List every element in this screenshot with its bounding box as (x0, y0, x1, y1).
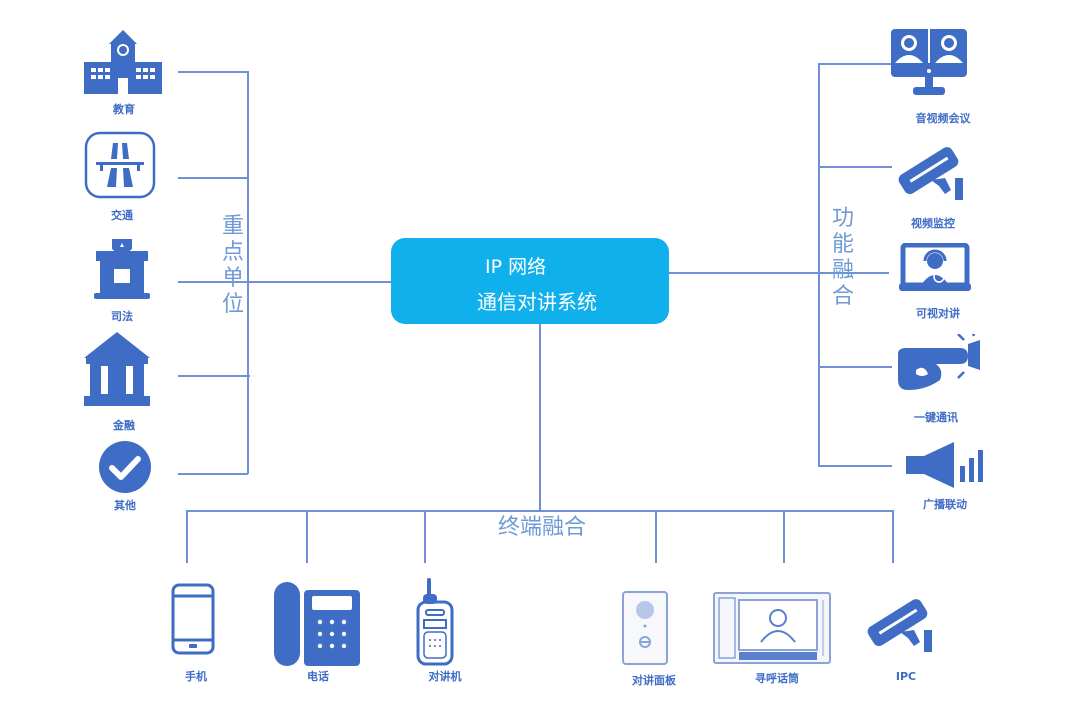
left-item-label: 交通 (111, 209, 133, 222)
group-title-key-units: 重 点 单 位 (222, 214, 244, 318)
video-conference-icon (889, 27, 969, 99)
connector-line (178, 71, 248, 73)
bottom-item-label: 手机 (185, 670, 207, 683)
video-intercom-icon (899, 243, 971, 295)
court-icon (92, 237, 152, 301)
walkie-talkie-icon (414, 576, 456, 666)
check-circle-icon (98, 440, 152, 494)
right-item-label: 一键通讯 (914, 411, 958, 424)
title-char: 合 (832, 284, 855, 309)
paging-console-icon (713, 592, 831, 664)
intercom-panel-icon (620, 590, 670, 666)
connector-line (424, 510, 426, 563)
group-title-function-fusion: 功 能 融 合 (832, 206, 854, 310)
connector-line (178, 473, 248, 475)
bottom-item-label: 对讲机 (428, 670, 462, 683)
connector-line (186, 510, 188, 563)
right-item-label: 音视频会议 (915, 112, 971, 125)
connector-line (178, 375, 250, 377)
bank-icon (82, 330, 152, 410)
bottom-bus-line (186, 510, 894, 512)
desk-phone-icon (272, 580, 362, 668)
one-touch-button-icon (896, 334, 988, 398)
connector-line (818, 366, 892, 368)
group-title-terminal-fusion: 终端融合 (498, 515, 587, 540)
hub-title-line1: IP 网络 (485, 256, 547, 278)
left-item-label: 教育 (113, 103, 135, 116)
right-item-label: 视频监控 (911, 217, 955, 230)
loudspeaker-icon (904, 440, 986, 490)
bottom-item-label: 对讲面板 (632, 674, 676, 687)
connector-line (783, 510, 785, 563)
bottom-item-label: 寻呼话筒 (755, 672, 799, 685)
title-char: 位 (222, 292, 245, 317)
connector-line (669, 272, 889, 274)
connector-line (818, 166, 892, 168)
title-char: 融 (832, 258, 855, 283)
connector-line (892, 510, 894, 563)
connector-line (178, 281, 392, 283)
connector-line (178, 177, 248, 179)
bottom-item-label: IPC (895, 670, 917, 683)
central-hub: IP 网络 通信对讲系统 (391, 238, 669, 324)
title-char: 单 (222, 266, 245, 291)
left-item-label: 金融 (113, 419, 135, 432)
title-char: 重 (222, 214, 245, 239)
right-item-label: 广播联动 (923, 498, 967, 511)
highway-icon (84, 131, 156, 199)
mobile-phone-icon (170, 582, 216, 656)
connector-line (818, 465, 892, 467)
left-item-label: 其他 (114, 499, 136, 512)
connector-line (818, 63, 892, 65)
cctv-camera-icon (895, 134, 967, 204)
school-icon (82, 28, 164, 96)
right-item-label: 可视对讲 (916, 307, 960, 320)
title-char: 能 (832, 232, 855, 257)
hub-title-line2: 通信对讲系统 (477, 290, 597, 314)
ipc-camera-icon (864, 586, 936, 656)
right-bus-line (818, 63, 820, 466)
title-char: 点 (222, 240, 245, 265)
title-char: 功 (832, 206, 855, 231)
bottom-item-label: 电话 (307, 670, 329, 683)
connector-line (306, 510, 308, 563)
left-bus-line (247, 71, 249, 474)
connector-line (655, 510, 657, 563)
hub-down-line (539, 324, 541, 511)
left-item-label: 司法 (111, 310, 133, 323)
